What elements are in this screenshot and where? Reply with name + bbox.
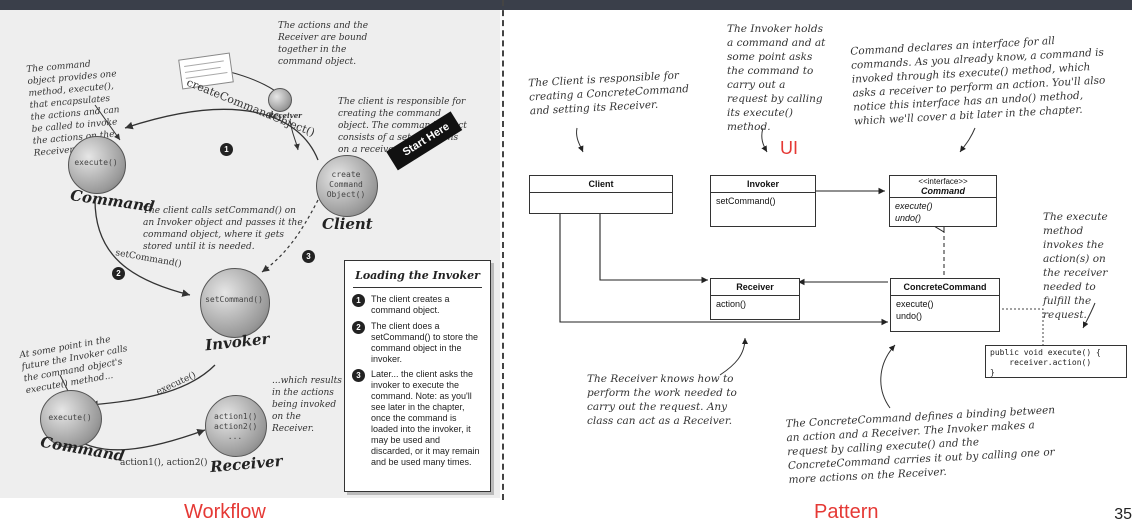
loading-step-2-badge: 2 — [352, 321, 365, 334]
client-node-text: create Command Object() — [324, 170, 368, 200]
annotation-results: ...which results in the actions being in… — [272, 375, 342, 435]
concrete-method-undo: undo() — [896, 310, 994, 322]
code-line-3: } — [990, 368, 1122, 378]
class-command-interface: <<interface>> Command execute() undo() — [889, 175, 997, 227]
annotation-client-calls: The client calls setCommand() on an Invo… — [143, 205, 303, 253]
loading-invoker-box: Loading the Invoker 1 The client creates… — [344, 260, 491, 492]
workflow-caption: Workflow — [184, 501, 266, 524]
invoker-method-setcommand: setCommand() — [716, 195, 810, 207]
annotation-execute: The execute method invokes the action(s)… — [1043, 210, 1125, 322]
command-bottom-text: execute() — [40, 413, 100, 423]
concrete-method-execute: execute() — [896, 298, 994, 310]
annotation-client: The Client is responsible for creating a… — [528, 68, 700, 119]
class-invoker-name: Invoker — [711, 176, 815, 193]
annotation-receiver: The Receiver knows how to perform the wo… — [587, 372, 737, 428]
code-line-1: public void execute() { — [990, 348, 1122, 358]
loading-step-1: The client creates a command object. — [371, 294, 483, 316]
annotation-concrete: The ConcreteCommand defines a binding be… — [785, 403, 1063, 487]
code-line-2: receiver.action() — [990, 358, 1122, 368]
pattern-caption: Pattern — [814, 501, 878, 524]
loading-title: Loading the Invoker — [345, 269, 490, 282]
class-concrete-name: ConcreteCommand — [891, 279, 999, 296]
class-command-name: Command — [892, 186, 994, 196]
class-client: Client — [529, 175, 673, 214]
line-client-receiver — [600, 212, 708, 280]
loading-step-1-badge: 1 — [352, 294, 365, 307]
top-bar — [0, 0, 1132, 10]
loading-step-3: Later... the client asks the invoker to … — [371, 369, 483, 468]
receiver-node-text: action1() action2() ... — [214, 412, 256, 442]
loading-step-3-badge: 3 — [352, 369, 365, 382]
receiver-method-action: action() — [716, 298, 794, 310]
pattern-panel: The Client is responsible for creating a… — [505, 10, 1132, 498]
command-method-execute: execute() — [895, 200, 991, 212]
class-receiver-name: Receiver — [711, 279, 799, 296]
loading-step-2: The client does a setCommand() to store … — [371, 321, 483, 365]
class-client-name: Client — [530, 176, 672, 193]
code-snippet: public void execute() { receiver.action(… — [985, 345, 1127, 378]
annotation-actions-bound: The actions and the Receiver are bound t… — [278, 20, 378, 68]
step-badge-2: 2 — [112, 267, 125, 280]
arrow-command-annot — [960, 128, 975, 152]
class-invoker: Invoker setCommand() — [710, 175, 816, 227]
loading-divider — [353, 287, 482, 288]
page-number: 35 — [1114, 506, 1132, 524]
annotation-invoker: The Invoker holds a command and at some … — [727, 22, 827, 134]
arrow-receiver-annot — [720, 338, 745, 375]
class-concrete-command: ConcreteCommand execute() undo() — [890, 278, 1000, 332]
workflow-panel: The command object provides one method, … — [0, 10, 500, 498]
invoker-node-text: setCommand() — [200, 295, 268, 305]
center-divider — [502, 0, 504, 500]
annotation-command: Command declares an interface for all co… — [850, 31, 1109, 128]
ui-label: UI — [780, 138, 798, 159]
arrow-concrete-annot — [881, 345, 895, 408]
step-badge-3: 3 — [302, 250, 315, 263]
client-label: Client — [322, 215, 373, 233]
edge-actions-label: action1(), action2() — [120, 457, 207, 469]
arrow-client-annot — [577, 128, 583, 152]
command-top-text: execute() — [68, 158, 124, 168]
class-receiver: Receiver action() — [710, 278, 800, 320]
step-badge-1: 1 — [220, 143, 233, 156]
command-stereotype: <<interface>> — [892, 177, 994, 186]
command-method-undo: undo() — [895, 212, 991, 224]
